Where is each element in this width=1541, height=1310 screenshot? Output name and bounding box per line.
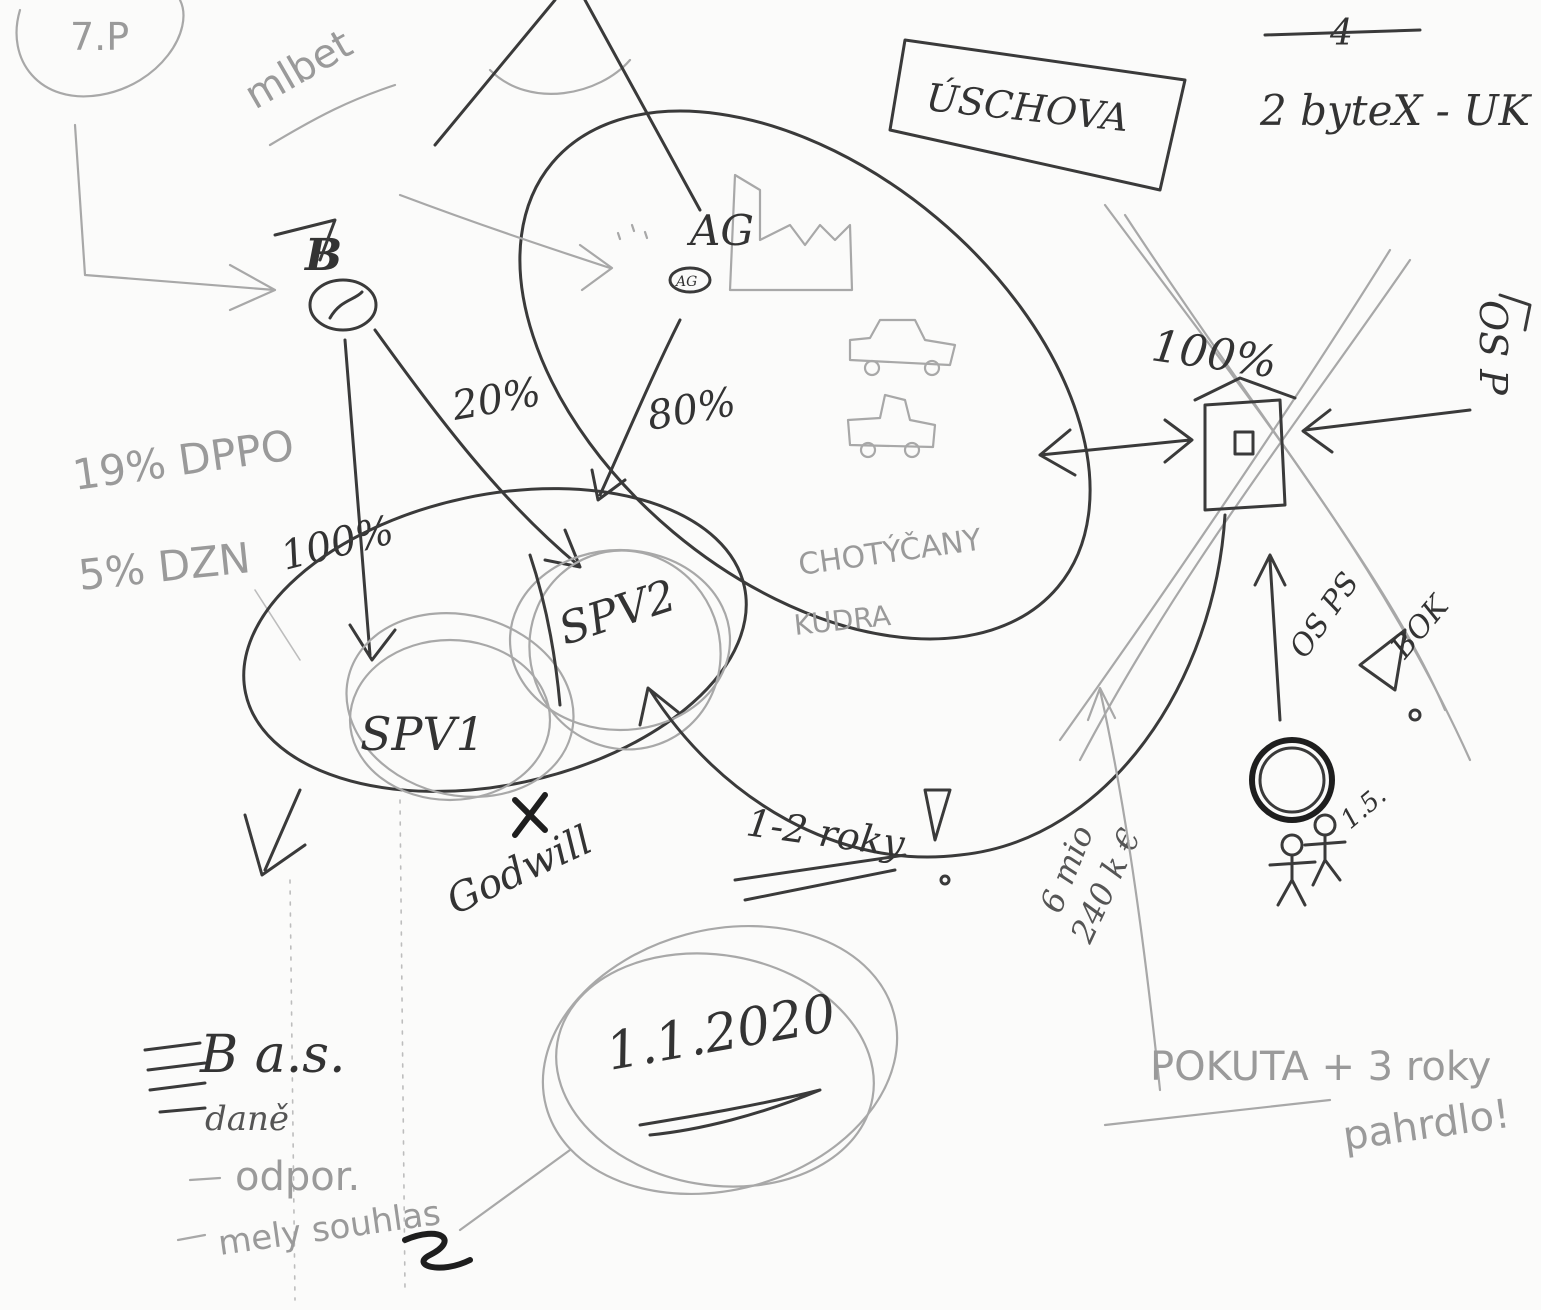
faint-arrow-to-ag [398, 193, 614, 292]
triangle-icon [1358, 628, 1407, 692]
spv2-circle-2 [528, 549, 722, 751]
tax-line-1: 19% DPPO [70, 420, 297, 500]
top-left-fragment-label: 7.P [70, 15, 129, 59]
date-pointer [458, 1148, 572, 1232]
pct-80-label: 80% [644, 379, 740, 440]
loop-dot [939, 874, 951, 886]
loop-building-to-spv2 [638, 513, 1227, 859]
faint-arc-top [488, 58, 632, 95]
small-circle-mark [1408, 708, 1422, 722]
cross-stroke-4 [1058, 248, 1392, 742]
exclamation-mark [923, 788, 952, 842]
spv-divider [528, 553, 562, 707]
arrow-b-to-spv1 [343, 338, 397, 662]
node-b-mark [328, 290, 364, 320]
ag-sparkle-1 [616, 223, 649, 241]
black-circle-inner [1258, 746, 1326, 814]
tax-line-2: 5% DZN [76, 533, 253, 600]
note-1: daně [205, 1099, 289, 1139]
penalty-underline [1103, 1098, 1332, 1127]
loan-term-underline [733, 853, 907, 902]
building-icon [1193, 376, 1297, 512]
arrow-spv-down-left [243, 788, 307, 877]
uschova-box [888, 38, 1187, 192]
region-sub-label: KUDRA [792, 599, 892, 642]
spv2-circle-1 [508, 548, 732, 732]
note-2-dash [188, 1176, 222, 1182]
region-name-label: CHOTÝČANY [796, 521, 984, 583]
pct-100-left-label: 100% [276, 507, 398, 579]
pointer-to-spv-ellipse [254, 589, 301, 661]
rights-os-a-label: OS P [1471, 300, 1515, 396]
double-arrow-ellipse-building [1038, 418, 1194, 477]
ag-factory-icon [728, 173, 854, 292]
top-right-rule [1263, 28, 1422, 37]
ag-badge-label: AG [674, 274, 697, 290]
note-2: odpor. [235, 1154, 360, 1200]
note-3-dash [176, 1233, 207, 1242]
chotycany-ellipse [518, 109, 1092, 641]
pct-20-label: 20% [448, 369, 545, 430]
arrow-b-to-spv2 [373, 328, 582, 569]
flag-right [1498, 293, 1532, 332]
ag-badge-ellipse [668, 266, 712, 294]
top-left-underline [268, 83, 397, 147]
penalty-line-2: pahrdlo! [1340, 1091, 1513, 1160]
goodwill-cross [512, 792, 548, 838]
date-label: 1.1.2020 [602, 984, 840, 1083]
family-mark-label: 1.5. [1335, 780, 1392, 835]
stroke-top-to-ag [583, 0, 702, 212]
cross-stroke-3 [1078, 258, 1412, 762]
date-underline [638, 1088, 822, 1137]
black-circle-icon [1249, 737, 1335, 823]
spv1-label: SPV1 [360, 707, 485, 761]
car-icon-1 [848, 318, 957, 377]
top-left-circle [15, 0, 185, 98]
date-circle-inner [555, 952, 875, 1188]
node-ag-label: AG [686, 206, 754, 255]
notes-bullet-lines [143, 1041, 207, 1114]
top-right-phrase: 2 byteX - UK [1259, 86, 1533, 135]
node-b-circle [308, 278, 378, 332]
faint-arrow-penalty-up [1086, 686, 1162, 1092]
penalty-line-1: POKUTA + 3 roky [1150, 1044, 1491, 1090]
rights-bok-label: BOK [1384, 588, 1457, 666]
cross-stroke-1 [1103, 203, 1472, 762]
spv1-circle-2 [345, 612, 575, 798]
arrow-osp-to-building [1301, 408, 1472, 454]
note-3: mely souhlas [216, 1193, 443, 1264]
left-bracket-connector [73, 123, 277, 312]
node-b-flag [273, 218, 337, 262]
arrow-ag-to-spv2 [590, 318, 682, 502]
spv-ellipse [242, 487, 748, 793]
notes-title: B a.s. [199, 1025, 346, 1085]
spv2-label: SPV2 [553, 570, 682, 655]
people-icon [1268, 813, 1347, 907]
stroke-top-left-diagonal [433, 0, 557, 147]
top-left-word-label: mlbet [237, 21, 360, 119]
loan-term-label: 1-2 roky [744, 800, 908, 866]
pct-100-right-label: 100% [1148, 320, 1280, 388]
cross-stroke-2 [1123, 213, 1447, 712]
scribble-mark [402, 1230, 473, 1271]
arrow-person-to-building [1253, 553, 1287, 722]
rights-os-b-label: OS PS [1283, 566, 1366, 664]
faint-dotted-column [289, 799, 406, 1301]
uschova-label: ÚSCHOVA [924, 75, 1131, 140]
car-icon-2 [846, 393, 937, 459]
